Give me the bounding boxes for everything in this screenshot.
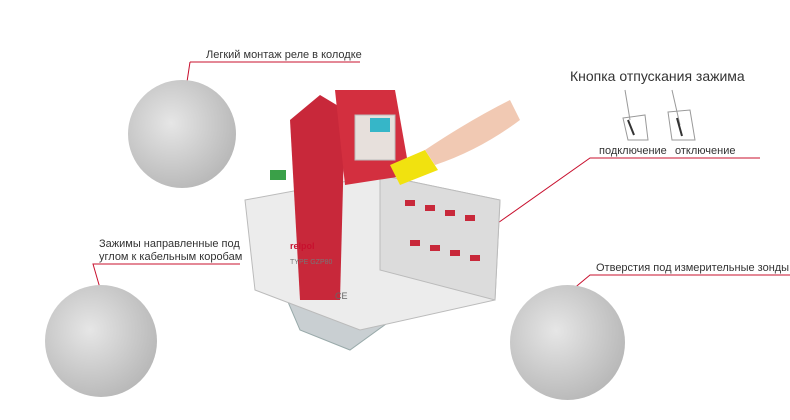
detail-circle-angled-clamps <box>45 285 157 397</box>
brand-logo: relpol <box>290 241 315 251</box>
release-diagrams <box>622 89 696 141</box>
callout-angled-1: Зажимы направленные под <box>99 238 240 250</box>
product-type: TYPE GZP80 <box>290 259 333 266</box>
relay-socket <box>244 170 501 331</box>
callout-angled-2: углом к кабельным коробам <box>99 251 243 263</box>
relay <box>290 90 410 300</box>
callout-probe-holes: Отверстия под измерительные зонды <box>596 262 790 274</box>
callout-disconnect: отключение <box>675 145 736 157</box>
callout-release-title: Кнопка отпускания зажима <box>570 68 745 84</box>
callout-mounting: Легкий монтаж реле в колодке <box>206 49 362 61</box>
finger <box>425 100 520 165</box>
detail-circle-probe-holes <box>510 285 625 400</box>
callout-connect: подключение <box>599 145 667 157</box>
detail-circle-mounting <box>128 80 236 188</box>
marker-tag <box>390 150 438 185</box>
ce-mark: CE <box>335 291 348 301</box>
